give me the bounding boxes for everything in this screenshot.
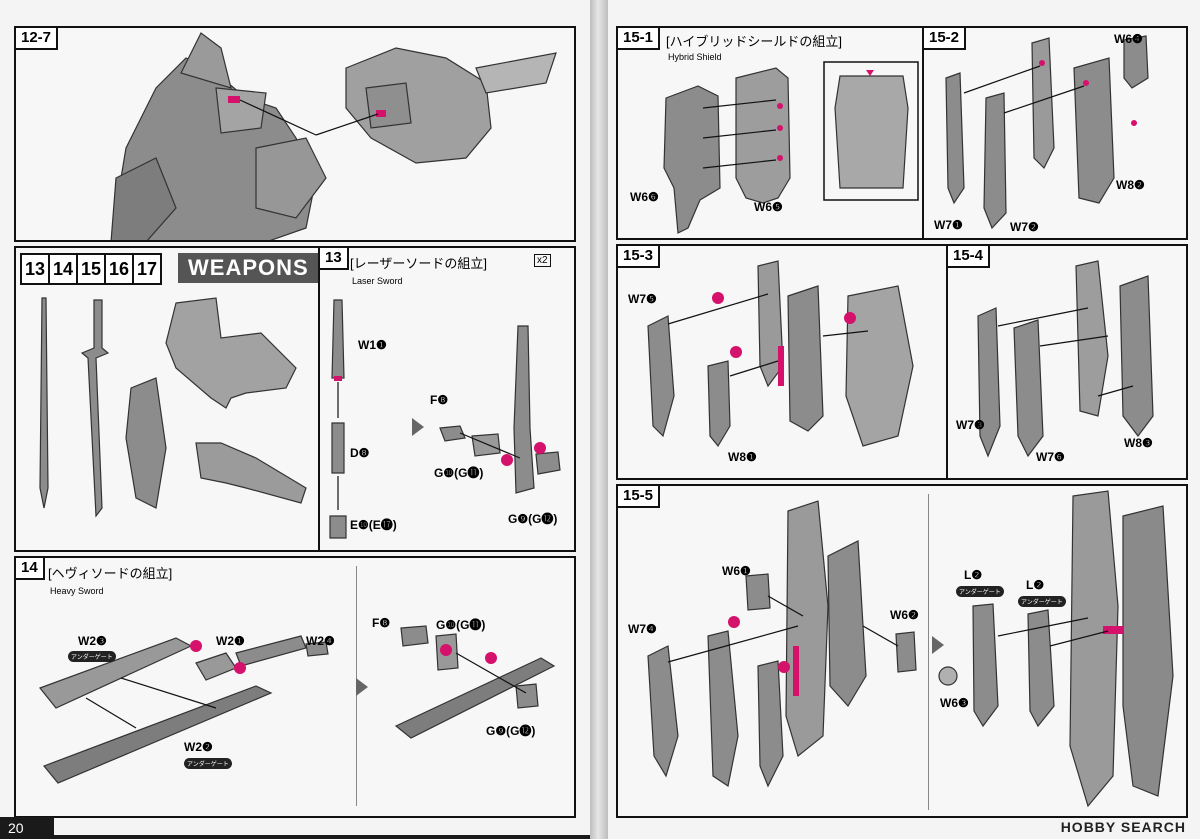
part-label: W8❷ [1116,178,1145,192]
book-gutter [590,0,608,839]
shield-assembly-3-illustration [647,260,914,448]
heavy-sword-illustration [39,625,556,784]
part-label: F❽ [430,393,449,407]
badge-16: 16 [104,253,134,285]
step-15-5-panel: 15-5 W6❶ W6❷ W [616,484,1188,818]
undergate-badge: アンダーゲート [68,651,116,662]
step-arrow-icon [932,636,944,654]
badge-14: 14 [48,253,78,285]
step-title-jp: [ハイブリッドシールドの組立] [666,34,842,49]
part-label: W2❷ [184,740,213,754]
step-arrow-icon [412,418,424,436]
part-label: W7❺ [628,292,657,306]
step-title-en: Laser Sword [352,276,403,286]
step-title-en: Hybrid Shield [668,52,722,62]
page-footer-strip [0,835,590,839]
multiplier-badge: x2 [534,254,551,267]
step-divider [928,494,929,810]
shield-assembly-4-illustration [977,260,1154,458]
shield-final-illustration [647,490,1174,808]
part-label: W7❻ [1036,450,1065,464]
weapons-title: WEAPONS [178,253,318,283]
part-label: D❽ [350,446,370,460]
step-title-jp: [ヘヴィソードの組立] [48,566,173,581]
step-15-3-panel: 15-3 W7❺ W8❶ [616,244,948,480]
step-title-jp: [レーザーソードの組立] [350,256,487,271]
part-label: W2❶ [216,634,245,648]
part-label: W2❸ [78,634,107,648]
step-13-panel: 13 [レーザーソードの組立] x2 Laser Sword W1❶ D❽ E❿… [318,246,576,552]
step-tag: 14 [16,558,45,580]
step-15-1-panel: 15-1 [ハイブリッドシールドの組立] Hybrid Shield W6❻ W… [616,26,924,240]
part-label: W6❻ [630,190,659,204]
part-label: G❾(G⓬) [486,724,536,738]
step-tag: 12-7 [16,28,59,50]
step-tag: 15-5 [618,486,661,508]
step-title-en: Heavy Sword [50,586,104,596]
page-number: 20 [0,817,54,839]
undergate-badge: アンダーゲート [956,586,1004,597]
step-tag: 15-4 [948,246,991,268]
part-label: W8❸ [1124,436,1153,450]
part-label: G❿(G⓫) [436,618,486,632]
step-arrow-icon [356,678,368,696]
part-label: W6❶ [722,564,751,578]
part-label: W8❶ [728,450,757,464]
part-label: G❿(G⓫) [434,466,484,480]
undergate-badge: アンダーゲート [184,758,232,769]
badge-13: 13 [20,253,50,285]
step-tag: 15-2 [924,28,967,50]
part-label: W1❶ [358,338,387,352]
robot-torso-illustration [110,32,557,240]
badge-17: 17 [132,253,162,285]
part-label: E❿(E⓱) [350,518,397,532]
watermark-logo: HOBBY SEARCH [1060,819,1186,835]
step-tag: 15-3 [618,246,661,268]
part-label: W7❹ [628,622,657,636]
step-15-4-panel: 15-4 W7❸ W7❻ W8❸ [946,244,1188,480]
right-page: 15-1 [ハイブリッドシールドの組立] Hybrid Shield W6❻ W… [608,0,1200,839]
step-tag: 15-1 [618,28,661,50]
part-label: W7❷ [1010,220,1039,234]
step-12-7-panel: 12-7 [14,26,576,242]
part-label: W2❹ [306,634,335,648]
part-label: L❷ [964,568,983,582]
part-label: L❷ [1026,578,1045,592]
shield-panels-illustration [945,35,1149,230]
weapons-illustration [39,297,307,518]
step-tag: 13 [320,248,349,270]
part-label: W6❺ [754,200,783,214]
undergate-badge: アンダーゲート [1018,596,1066,607]
step-15-2-panel: 15-2 W6❹ W7❶ W7❷ W8❷ [922,26,1188,240]
part-label: F❽ [372,616,391,630]
shield-core-illustration [663,61,919,234]
part-label: W7❸ [956,418,985,432]
part-label: W7❶ [934,218,963,232]
laser-sword-illustration [329,299,561,539]
part-label: G❾(G⓬) [508,512,558,526]
part-label: W6❹ [1114,32,1143,46]
part-label: W6❷ [890,608,919,622]
part-label: W6❸ [940,696,969,710]
step-14-panel: 14 [ヘヴィソードの組立] Heavy Sword W2❸ アンダーゲート W… [14,556,576,818]
